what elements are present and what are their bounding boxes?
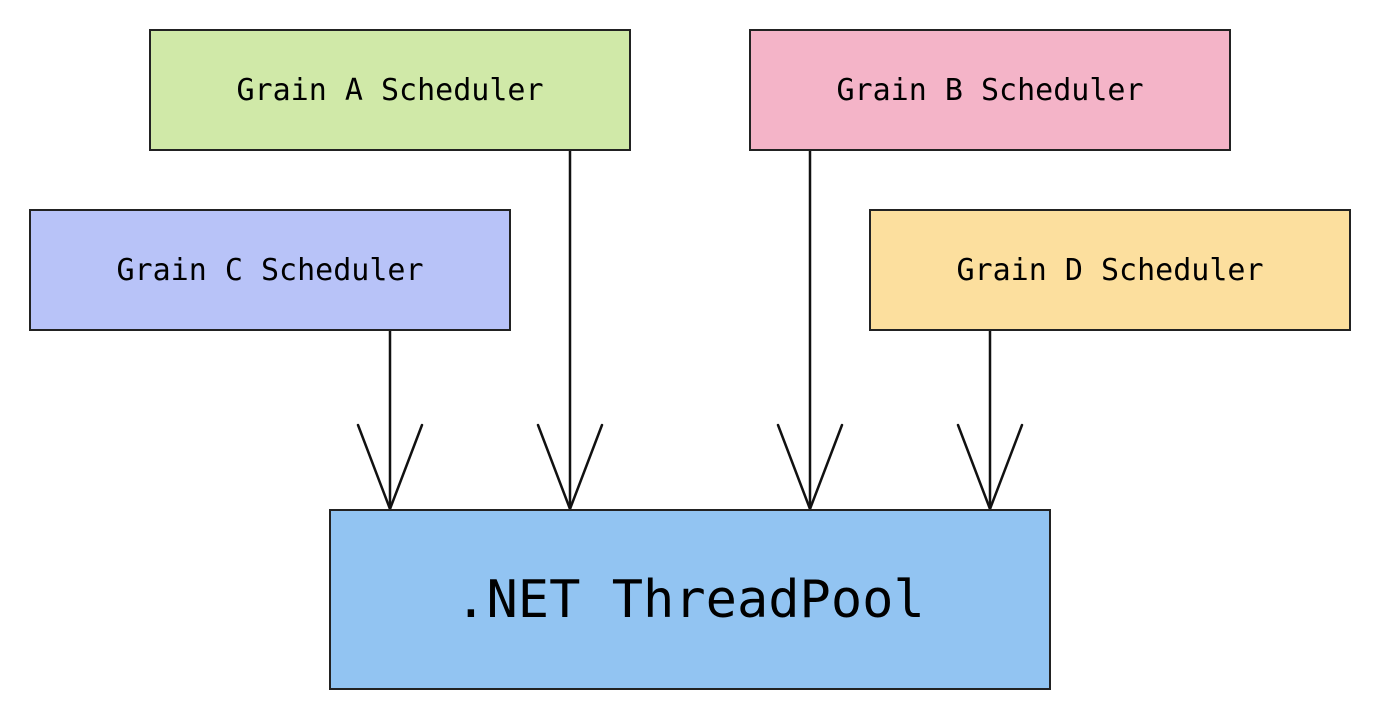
threadpool-label: .NET ThreadPool (455, 569, 925, 630)
arrow-grain-b-to-threadpool (776, 149, 844, 511)
grain-a-scheduler-node: Grain A Scheduler (149, 29, 631, 151)
arrow-grain-c-to-threadpool (356, 329, 424, 511)
grain-c-scheduler-node: Grain C Scheduler (29, 209, 511, 331)
grain-a-scheduler-label: Grain A Scheduler (236, 72, 544, 108)
arrow-grain-d-to-threadpool (956, 329, 1024, 511)
grain-c-scheduler-label: Grain C Scheduler (116, 252, 424, 288)
grain-d-scheduler-label: Grain D Scheduler (956, 252, 1264, 288)
grain-d-scheduler-node: Grain D Scheduler (869, 209, 1351, 331)
grain-b-scheduler-label: Grain B Scheduler (836, 72, 1144, 108)
arrow-grain-a-to-threadpool (536, 149, 604, 511)
grain-b-scheduler-node: Grain B Scheduler (749, 29, 1231, 151)
threadpool-node: .NET ThreadPool (329, 509, 1051, 690)
